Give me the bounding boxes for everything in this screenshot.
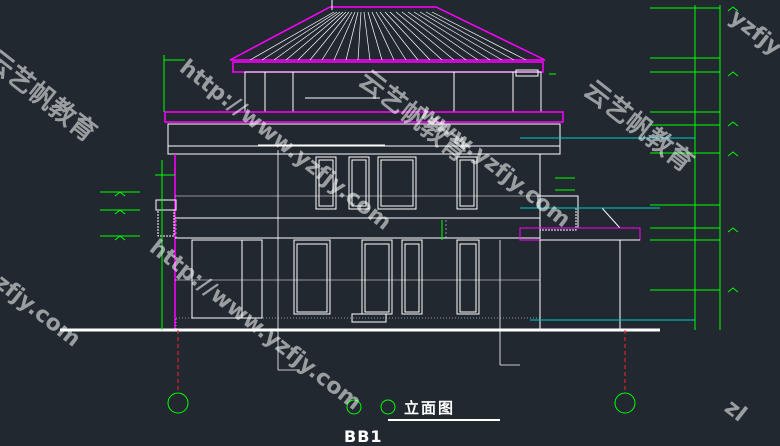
roof-gable [229, 0, 546, 61]
leader-lines [277, 150, 520, 421]
drawing-title: 立面图 [404, 399, 456, 417]
left-wing [155, 199, 177, 237]
guide-lines [520, 137, 695, 321]
axis-lines [177, 330, 626, 393]
upper-windows [315, 156, 478, 210]
balcony-band [164, 111, 564, 155]
drawing-subtitle: BB1 [344, 427, 383, 446]
dimension-lines [100, 5, 739, 415]
right-wing [519, 195, 641, 330]
